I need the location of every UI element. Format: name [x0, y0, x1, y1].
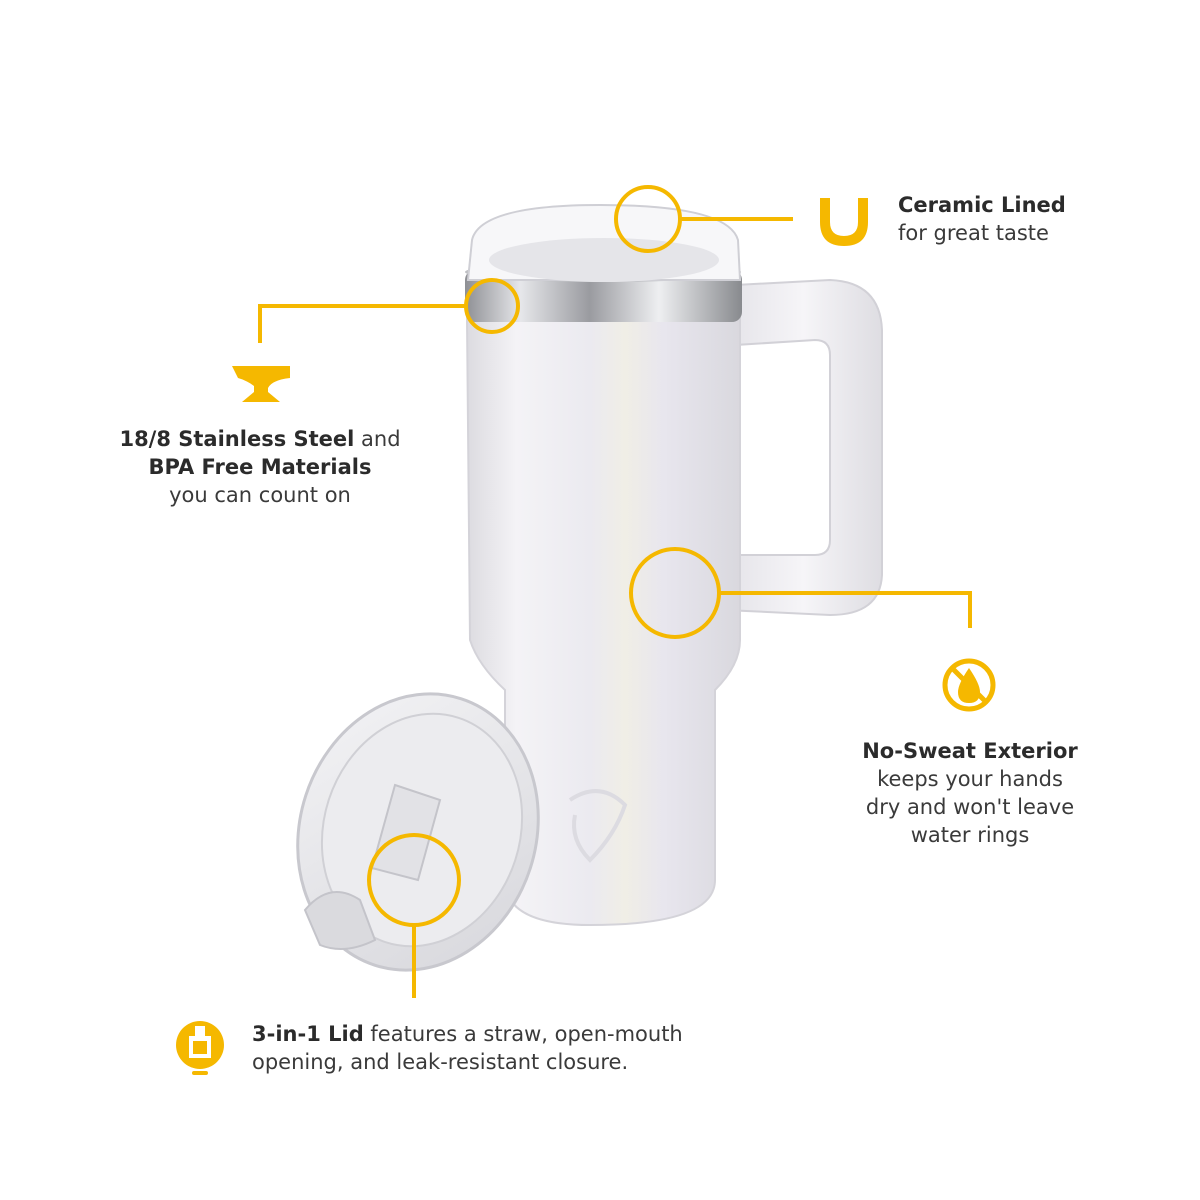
ceramic-lined-callout: Ceramic Lined for great taste [898, 191, 1066, 247]
nosweat-line-4: water rings [910, 823, 1030, 847]
nosweat-line-3: dry and won't leave [865, 795, 1075, 819]
ceramic-title: Ceramic Lined [898, 193, 1066, 217]
lid-icon [176, 1021, 224, 1075]
tumbler-body [465, 317, 741, 927]
lid-callout: 3-in-1 Lid features a straw, open-mouth … [252, 1020, 692, 1076]
tumbler-handle [724, 278, 883, 617]
nosweat-callout-line [719, 591, 972, 628]
steel-subtitle: you can count on [169, 483, 351, 507]
lid-title: 3-in-1 Lid [252, 1022, 364, 1046]
tumbler-lid [296, 692, 540, 972]
ceramic-u-icon [820, 198, 868, 246]
callout-lines [258, 185, 972, 998]
nosweat-line-2: keeps your hands [877, 767, 1063, 791]
nosweat-title: No-Sweat Exterior [862, 739, 1078, 763]
anvil-icon [232, 366, 290, 402]
bpa-title: BPA Free Materials [148, 455, 372, 479]
steel-title: 18/8 Stainless Steel [119, 427, 355, 451]
stainless-steel-callout: 18/8 Stainless Steel and BPA Free Materi… [90, 425, 430, 509]
steel-title-suffix: and [354, 427, 401, 451]
no-drop-icon [942, 658, 996, 712]
lid-line-1: features a straw, open-mouth [363, 1022, 683, 1046]
no-sweat-callout: No-Sweat Exterior keeps your hands dry a… [860, 737, 1080, 849]
lid-line-2: opening, and leak-resistant closure. [252, 1050, 629, 1074]
ceramic-subtitle: for great taste [898, 221, 1049, 245]
steel-callout-line [258, 304, 466, 343]
tumbler-opening [466, 203, 742, 282]
